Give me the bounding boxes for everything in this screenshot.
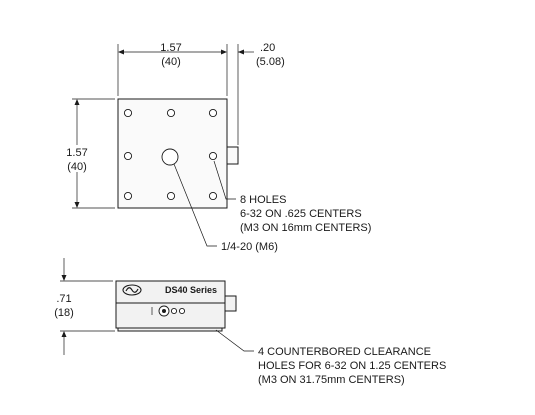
offset-dimension: .20 (5.08) xyxy=(237,42,285,145)
stage-side-outline xyxy=(115,280,226,329)
series-label: DS40 Series xyxy=(165,285,217,295)
holes-note-line3: (M3 ON 16mm CENTERS) xyxy=(240,222,371,234)
offset-dim-inch: .20 xyxy=(260,42,275,54)
height-dim-mm: (40) xyxy=(67,161,87,173)
center-hole-leader: 1/4-20 (M6) xyxy=(173,163,278,253)
mounting-hole xyxy=(123,108,133,118)
micrometer-stub-top xyxy=(226,146,239,165)
mounting-holes-top xyxy=(123,108,218,201)
side-view: DS40 Series .71 (18) 4 COUNTERBORED CLEA… xyxy=(54,258,446,386)
clearance-note-line2: HOLES FOR 6-32 ON 1.25 CENTERS xyxy=(258,360,446,372)
offset-dim-mm: (5.08) xyxy=(256,56,285,68)
mounting-hole xyxy=(208,191,218,201)
clearance-leader: 4 COUNTERBORED CLEARANCE HOLES FOR 6-32 … xyxy=(215,329,446,386)
top-view: 1.57 (40) .20 (5.08) 1.57 (40) 8 HOLES 6 xyxy=(66,42,371,253)
side-height-inch: .71 xyxy=(56,293,71,305)
width-dimension: 1.57 (40) xyxy=(117,42,228,96)
side-height-dimension: .71 (18) xyxy=(54,258,115,355)
mounting-hole xyxy=(123,191,133,201)
clearance-note-line1: 4 COUNTERBORED CLEARANCE xyxy=(258,346,431,358)
height-dim-inch: 1.57 xyxy=(66,147,87,159)
side-hardware xyxy=(151,305,186,317)
holes-leader: 8 HOLES 6-32 ON .625 CENTERS (M3 ON 16mm… xyxy=(213,160,371,234)
center-hole xyxy=(161,148,179,166)
mounting-hole xyxy=(208,151,218,161)
micrometer-stub-side xyxy=(224,295,237,312)
holes-note-line1: 8 HOLES xyxy=(240,194,286,206)
brand-logo xyxy=(122,284,142,296)
mounting-hole xyxy=(123,151,133,161)
holes-note-line2: 6-32 ON .625 CENTERS xyxy=(240,208,362,220)
clearance-note-line3: (M3 ON 31.75mm CENTERS) xyxy=(258,374,405,386)
mounting-hole xyxy=(166,108,176,118)
height-dimension: 1.57 (40) xyxy=(66,98,115,209)
width-dim-mm: (40) xyxy=(161,56,181,68)
mounting-hole xyxy=(208,108,218,118)
stage-side-base xyxy=(117,327,223,332)
mounting-hole xyxy=(166,191,176,201)
width-dim-inch: 1.57 xyxy=(160,42,181,54)
side-height-mm: (18) xyxy=(54,307,74,319)
center-hole-note: 1/4-20 (M6) xyxy=(221,241,278,253)
